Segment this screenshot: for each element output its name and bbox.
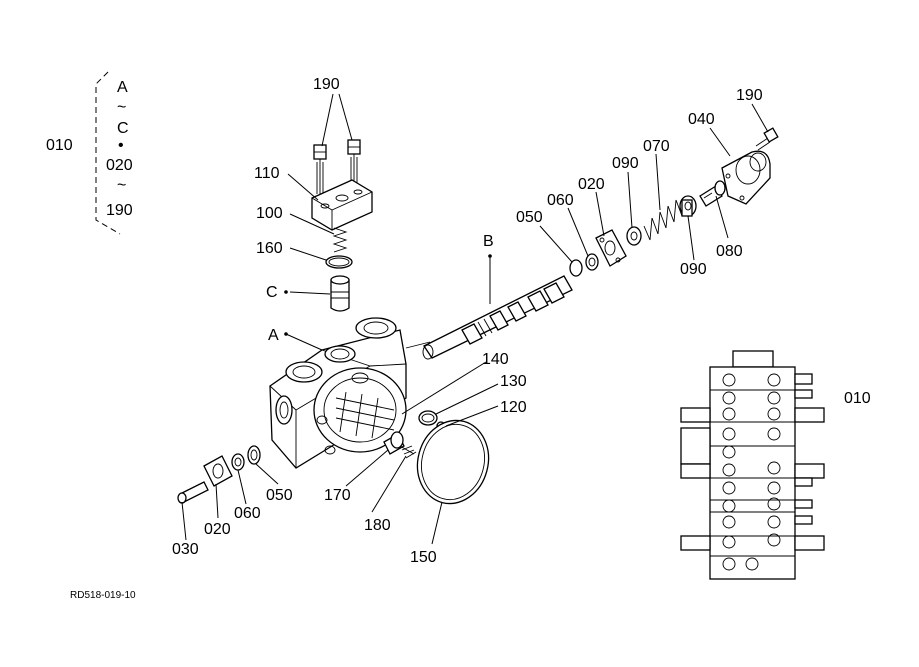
drawing-number: RD518-019-10 — [70, 590, 136, 601]
spool-axis-line — [405, 341, 431, 349]
group-tilde-2: ~ — [117, 177, 126, 194]
label-110: 110 — [254, 165, 280, 182]
bolt-030 — [177, 481, 209, 504]
group-range-end: C — [117, 120, 129, 137]
label-040: 040 — [688, 111, 715, 128]
label-070: 070 — [643, 138, 670, 155]
o-ring-150 — [416, 419, 490, 505]
spool-b — [422, 275, 573, 360]
cover-plate — [311, 179, 373, 231]
part-labels: 190 110 100 160 C A B 050 060 020 090 07… — [70, 76, 871, 601]
group-dot: • — [118, 137, 124, 154]
group-bracket: 010 A ~ C • 020 ~ 190 — [46, 71, 133, 235]
group-tilde-1: ~ — [117, 99, 126, 116]
spring-070 — [643, 199, 683, 241]
label-050-right: 050 — [516, 209, 543, 226]
cover-bolt-left — [313, 144, 327, 196]
label-140: 140 — [482, 351, 509, 368]
washer-090-left — [626, 226, 642, 246]
label-c: C — [266, 284, 278, 301]
label-010: 010 — [844, 390, 871, 407]
label-100: 100 — [256, 205, 283, 222]
end-cap-040 — [721, 150, 771, 205]
group-range-start: A — [117, 79, 128, 96]
plate-020-left — [203, 455, 233, 487]
label-120: 120 — [500, 399, 527, 416]
label-080: 080 — [716, 243, 743, 260]
label-020-right: 020 — [578, 176, 605, 193]
o-ring-050-left — [247, 445, 261, 465]
plug-c — [330, 275, 350, 312]
label-180: 180 — [364, 517, 391, 534]
screw-180 — [399, 445, 417, 459]
label-150: 150 — [410, 549, 437, 566]
cover-plate-assembly — [311, 139, 373, 312]
leader-lines — [181, 93, 769, 545]
group-label: 010 — [46, 137, 73, 154]
spool-end-parts — [569, 127, 779, 277]
label-190-top: 190 — [313, 76, 340, 93]
label-a: A — [268, 327, 279, 344]
o-ring-130 — [418, 410, 438, 426]
left-end-parts — [177, 445, 261, 504]
washer-060-right — [585, 253, 599, 271]
bolt-190-right — [755, 127, 779, 151]
leader-dots — [284, 254, 492, 336]
label-160: 160 — [256, 240, 283, 257]
label-050-left: 050 — [266, 487, 293, 504]
label-190-right: 190 — [736, 87, 763, 104]
cover-spring — [332, 227, 348, 253]
valve-body — [269, 317, 417, 469]
plug-170 — [383, 431, 405, 455]
label-130: 130 — [500, 373, 527, 390]
group-part-start: 020 — [106, 157, 133, 174]
valve-bank-side-view — [680, 350, 825, 580]
plate-020-right — [595, 229, 627, 267]
label-b: B — [483, 233, 494, 250]
group-part-end: 190 — [106, 202, 133, 219]
label-170: 170 — [324, 487, 351, 504]
washer-060-left — [231, 453, 245, 471]
label-030: 030 — [172, 541, 199, 558]
o-ring-050-right — [569, 259, 583, 277]
label-060-left: 060 — [234, 505, 261, 522]
label-060-right: 060 — [547, 192, 574, 209]
label-020-left: 020 — [204, 521, 231, 538]
washer-090-right — [679, 195, 697, 217]
label-090-top: 090 — [612, 155, 639, 172]
bolt-080 — [699, 180, 726, 207]
label-090-bottom: 090 — [680, 261, 707, 278]
